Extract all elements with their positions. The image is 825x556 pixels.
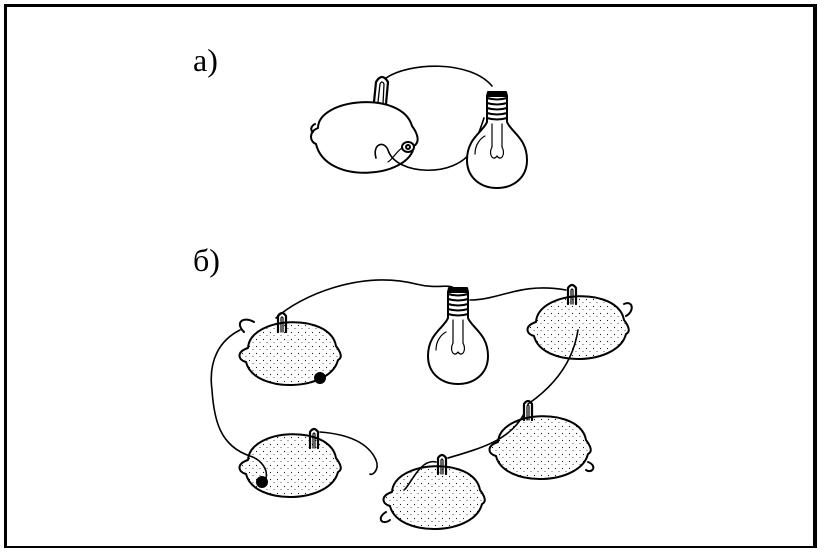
bulb-a bbox=[466, 91, 528, 189]
wire-b-1 bbox=[275, 279, 457, 319]
wire-a-top bbox=[385, 65, 493, 87]
wire-a-dot bbox=[387, 147, 403, 163]
bulb-b bbox=[427, 287, 489, 385]
lemon-b-2 bbox=[526, 295, 633, 361]
lemon-a bbox=[310, 101, 419, 174]
lemon-b-4 bbox=[379, 465, 486, 531]
panel-b-label: б) bbox=[193, 242, 220, 278]
panel-b-diagram bbox=[210, 279, 633, 531]
electrode-dot-a bbox=[401, 141, 415, 153]
wire-b-6 bbox=[319, 431, 378, 476]
wire-b-2 bbox=[469, 287, 567, 301]
lemon-b-5 bbox=[238, 433, 342, 499]
panel-a-label: а) bbox=[193, 42, 218, 78]
clip-a bbox=[372, 75, 390, 106]
lemon-b-3 bbox=[488, 415, 595, 481]
figure-frame bbox=[4, 4, 817, 548]
lemon-b-1 bbox=[238, 318, 342, 387]
panel-a-diagram bbox=[310, 65, 528, 189]
